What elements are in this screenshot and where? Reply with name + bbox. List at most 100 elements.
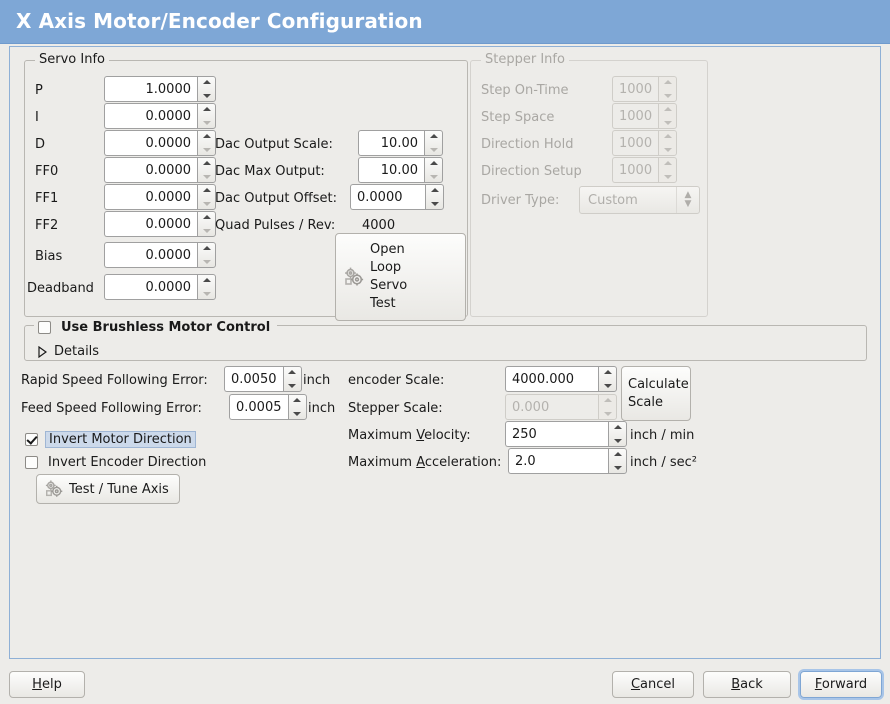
servo-value-d[interactable]: 0.0000 — [104, 130, 197, 156]
spin-up-icon[interactable] — [284, 367, 301, 379]
spin-buttons[interactable] — [197, 157, 216, 183]
spin-down-icon[interactable] — [198, 197, 215, 209]
rapid-speed-following-error-value[interactable]: 0.0050 — [224, 366, 283, 392]
spin-down-icon[interactable] — [198, 170, 215, 182]
spin-down-icon[interactable] — [425, 143, 442, 155]
spin-buttons[interactable] — [424, 157, 443, 183]
spin-buttons[interactable] — [287, 394, 307, 420]
spin-buttons[interactable] — [282, 366, 302, 392]
dac-output-scale-spin[interactable]: 10.00 — [358, 130, 443, 156]
feed-speed-following-error-value[interactable]: 0.0005 — [229, 394, 288, 420]
spin-down-icon[interactable] — [198, 116, 215, 128]
rapid-speed-following-error-spin[interactable]: 0.0050 — [224, 366, 302, 392]
spin-down-icon[interactable] — [198, 255, 215, 267]
spin-down-icon[interactable] — [609, 461, 626, 473]
spin-buttons[interactable] — [197, 76, 216, 102]
checkbox-box[interactable] — [38, 321, 51, 334]
spin-up-icon[interactable] — [426, 185, 443, 197]
content-pane: Servo Info P I D FF0 FF1 FF2 Bias Deadba… — [9, 46, 881, 659]
spin-buttons[interactable] — [197, 103, 216, 129]
servo-value-i[interactable]: 0.0000 — [104, 103, 197, 129]
spin-down-icon[interactable] — [609, 434, 626, 446]
spin-up-icon[interactable] — [425, 158, 442, 170]
servo-spin-ff2[interactable]: 0.0000 — [104, 211, 216, 237]
servo-spin-bias[interactable]: 0.0000 — [104, 242, 216, 268]
servo-value-ff1[interactable]: 0.0000 — [104, 184, 197, 210]
spin-buttons[interactable] — [197, 211, 216, 237]
spin-down-icon — [599, 407, 616, 419]
spin-down-icon[interactable] — [198, 287, 215, 299]
help-button[interactable]: Help — [9, 671, 85, 698]
servo-value-p[interactable]: 1.0000 — [104, 76, 197, 102]
open-loop-servo-test-button[interactable]: Open Loop Servo Test — [335, 233, 466, 321]
spin-up-icon[interactable] — [289, 395, 306, 407]
servo-spin-deadband[interactable]: 0.0000 — [104, 274, 216, 300]
spin-up-icon[interactable] — [198, 158, 215, 170]
servo-value-bias[interactable]: 0.0000 — [104, 242, 197, 268]
spin-buttons[interactable] — [425, 184, 444, 210]
checkbox-box[interactable] — [25, 433, 38, 446]
spin-up-icon[interactable] — [609, 449, 626, 461]
spin-up-icon[interactable] — [198, 185, 215, 197]
spin-up-icon[interactable] — [198, 243, 215, 255]
spin-up-icon[interactable] — [198, 212, 215, 224]
spin-buttons[interactable] — [424, 130, 443, 156]
feed-speed-following-error-spin[interactable]: 0.0005 — [229, 394, 307, 420]
dac-max-output-spin[interactable]: 10.00 — [358, 157, 443, 183]
servo-value-ff2[interactable]: 0.0000 — [104, 211, 197, 237]
use-brushless-motor-control-checkbox[interactable]: Use Brushless Motor Control — [34, 319, 278, 336]
cancel-button[interactable]: Cancel — [612, 671, 694, 698]
back-button[interactable]: Back — [703, 671, 791, 698]
dac-max-output-value[interactable]: 10.00 — [358, 157, 424, 183]
spin-up-icon[interactable] — [599, 367, 616, 379]
encoder-scale-spin[interactable]: 4000.000 — [505, 366, 617, 392]
spin-down-icon[interactable] — [425, 170, 442, 182]
spin-buttons[interactable] — [197, 242, 216, 268]
checkbox-box[interactable] — [25, 456, 38, 469]
test-tune-axis-button[interactable]: Test / Tune Axis — [36, 474, 180, 504]
servo-value-deadband[interactable]: 0.0000 — [104, 274, 197, 300]
servo-spin-p[interactable]: 1.0000 — [104, 76, 216, 102]
spin-buttons[interactable] — [197, 130, 216, 156]
dac-output-offset-value[interactable]: 0.0000 — [350, 184, 425, 210]
servo-spin-ff0[interactable]: 0.0000 — [104, 157, 216, 183]
spin-up-icon[interactable] — [198, 275, 215, 287]
maximum-velocity-value[interactable]: 250 — [505, 421, 608, 447]
details-expander[interactable]: Details — [37, 344, 99, 359]
maximum-acceleration-value[interactable]: 2.0 — [508, 448, 608, 474]
encoder-scale-value[interactable]: 4000.000 — [505, 366, 598, 392]
dac-output-scale-value[interactable]: 10.00 — [358, 130, 424, 156]
servo-spin-i[interactable]: 0.0000 — [104, 103, 216, 129]
spin-down-icon[interactable] — [289, 407, 306, 419]
spin-up-icon[interactable] — [198, 104, 215, 116]
spin-down-icon[interactable] — [198, 89, 215, 101]
spin-buttons[interactable] — [608, 448, 627, 474]
stepper-value-direction-setup: 1000 — [612, 157, 659, 183]
dac-output-offset-spin[interactable]: 0.0000 — [350, 184, 444, 210]
spin-down-icon[interactable] — [426, 197, 443, 209]
spin-buttons[interactable] — [197, 274, 216, 300]
maximum-acceleration-spin[interactable]: 2.0 — [508, 448, 627, 474]
spin-down-icon[interactable] — [284, 379, 301, 391]
calculate-scale-button[interactable]: Calculate Scale — [621, 366, 691, 421]
maximum-velocity-spin[interactable]: 250 — [505, 421, 627, 447]
spin-down-icon[interactable] — [599, 379, 616, 391]
spin-buttons[interactable] — [608, 421, 627, 447]
spin-down-icon[interactable] — [198, 143, 215, 155]
spin-up-icon[interactable] — [609, 422, 626, 434]
servo-spin-d[interactable]: 0.0000 — [104, 130, 216, 156]
stepper-spin-direction-setup: 1000 — [612, 157, 678, 183]
invert-motor-direction-checkbox[interactable]: Invert Motor Direction — [25, 431, 196, 448]
spin-buttons[interactable] — [598, 366, 617, 392]
servo-value-ff0[interactable]: 0.0000 — [104, 157, 197, 183]
triangle-right-icon[interactable] — [37, 345, 47, 358]
spin-down-icon[interactable] — [198, 224, 215, 236]
spin-up-icon[interactable] — [198, 77, 215, 89]
spin-up-icon[interactable] — [425, 131, 442, 143]
invert-encoder-direction-checkbox[interactable]: Invert Encoder Direction — [25, 454, 209, 471]
forward-button[interactable]: Forward — [800, 671, 882, 698]
servo-spin-ff1[interactable]: 0.0000 — [104, 184, 216, 210]
spin-up-icon[interactable] — [198, 131, 215, 143]
spin-buttons[interactable] — [197, 184, 216, 210]
